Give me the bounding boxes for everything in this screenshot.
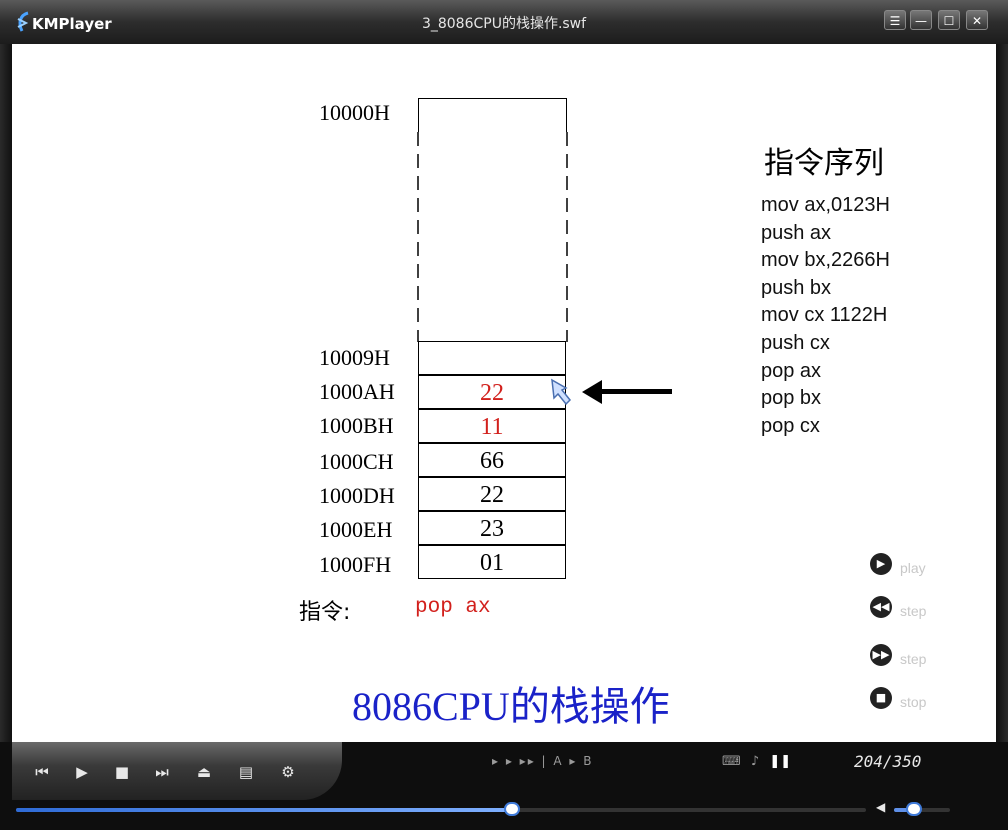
window-title: 3_8086CPU的栈操作.swf — [421, 16, 587, 32]
volume-slider[interactable] — [894, 802, 950, 816]
instruction-sequence-title: 指令序列 — [764, 146, 884, 181]
stack-diagram: 22 11 66 22 23 01 — [417, 98, 568, 586]
instruction-item: pop ax — [761, 359, 822, 382]
menu-button[interactable]: ☰ — [884, 10, 906, 30]
settings-icon[interactable]: ⚙ — [281, 763, 295, 781]
instruction-item: pop bx — [761, 387, 822, 410]
stack-right-edge — [566, 98, 567, 132]
next-icon[interactable]: ⏭ — [155, 763, 169, 781]
address-label: 1000BH — [319, 413, 394, 438]
slide-title: 8086CPU的栈操作 — [352, 684, 670, 729]
title-bar: KMPlayer 3_8086CPU的栈操作.swf ☰ — ☐ ✕ — [0, 0, 1008, 44]
eject-icon[interactable]: ⏏ — [196, 763, 212, 781]
stack-top-border — [418, 98, 566, 375]
instruction-item: mov cx 1122H — [761, 304, 888, 327]
current-instruction-label: 指令: — [299, 600, 351, 625]
stack-cell-1000c: 66 — [418, 443, 566, 477]
ab-repeat-controls[interactable]: ▸ ▸ ▸▸ | A ▸ B — [492, 754, 594, 768]
address-label: 1000AH — [319, 379, 395, 404]
seek-handle[interactable] — [503, 802, 520, 816]
seek-progress — [16, 808, 512, 812]
player-control-bar: ⏮ ▶ ■ ⏭ ⏏ ▤ ⚙ ▸ ▸ ▸▸ | A ▸ B ⌨ ♪ ❚❚ 204/… — [0, 742, 1008, 830]
video-area[interactable]: 10000H 22 11 66 22 23 01 10009H 1000AH 1… — [12, 44, 996, 742]
instruction-item: push cx — [761, 331, 830, 354]
instruction-item: mov ax,0123H — [761, 194, 890, 216]
stop-icon: ■ — [870, 687, 892, 709]
instruction-item: push bx — [761, 276, 832, 299]
app-name: KMPlayer — [32, 15, 112, 33]
stack-cell-1000d: 22 — [418, 477, 566, 511]
pause-icon[interactable]: ❚❚ — [769, 754, 792, 769]
stack-left-edge — [418, 98, 419, 132]
status-icons: ⌨ ♪ ❚❚ — [722, 754, 791, 769]
playlist-icon[interactable]: ▤ — [238, 763, 254, 781]
instruction-list: mov ax,0123H push ax mov bx,2266H push b… — [761, 192, 890, 440]
maximize-button[interactable]: ☐ — [938, 10, 960, 30]
sp-pointer-arrow-icon — [551, 378, 672, 406]
play-icon[interactable]: ▶ — [76, 763, 88, 781]
control-label: step — [900, 651, 927, 667]
address-label: 1000FH — [319, 552, 392, 577]
stack-cell-1000e: 23 — [418, 511, 566, 545]
instruction-item: push ax — [761, 221, 832, 244]
kmplayer-logo-icon — [17, 11, 29, 32]
volume-icon[interactable]: ◀ — [876, 800, 886, 814]
instruction-item: mov bx,2266H — [761, 249, 890, 272]
address-label: 1000EH — [319, 517, 393, 542]
playback-buttons-panel — [12, 742, 342, 800]
volume-handle[interactable] — [905, 802, 922, 816]
play-icon: ▶ — [870, 553, 892, 575]
control-label: play — [900, 560, 926, 576]
address-label-top: 10000H — [319, 100, 390, 125]
audio-icon[interactable]: ♪ — [750, 754, 760, 769]
stack-cell-1000b: 11 — [418, 409, 566, 443]
step-forward-icon: ▶▶ — [870, 644, 892, 666]
previous-icon[interactable]: ⏮ — [35, 763, 49, 781]
stack-cell-1000a: 22 — [418, 375, 566, 409]
subtitle-icon[interactable]: ⌨ — [722, 754, 741, 769]
stack-cell-10009 — [418, 341, 566, 375]
time-display: 204/350 — [854, 752, 922, 771]
stack-cell-1000f: 01 — [418, 545, 566, 579]
instruction-item: pop cx — [761, 414, 820, 437]
address-label: 1000DH — [319, 483, 395, 508]
step-back-icon: ◀◀ — [870, 596, 892, 618]
close-button[interactable]: ✕ — [966, 10, 988, 30]
minimize-button[interactable]: — — [910, 10, 932, 30]
address-label: 10009H — [319, 345, 390, 370]
seek-bar[interactable] — [16, 802, 866, 816]
player-frame-right — [996, 44, 1008, 742]
stop-icon[interactable]: ■ — [114, 763, 130, 781]
control-label: stop — [900, 694, 927, 710]
stack-dashed-sides — [417, 132, 568, 342]
control-label: step — [900, 603, 927, 619]
volume-level — [894, 808, 914, 812]
address-label: 1000CH — [319, 449, 394, 474]
current-instruction: pop ax — [415, 596, 491, 619]
player-frame-left — [0, 44, 12, 742]
